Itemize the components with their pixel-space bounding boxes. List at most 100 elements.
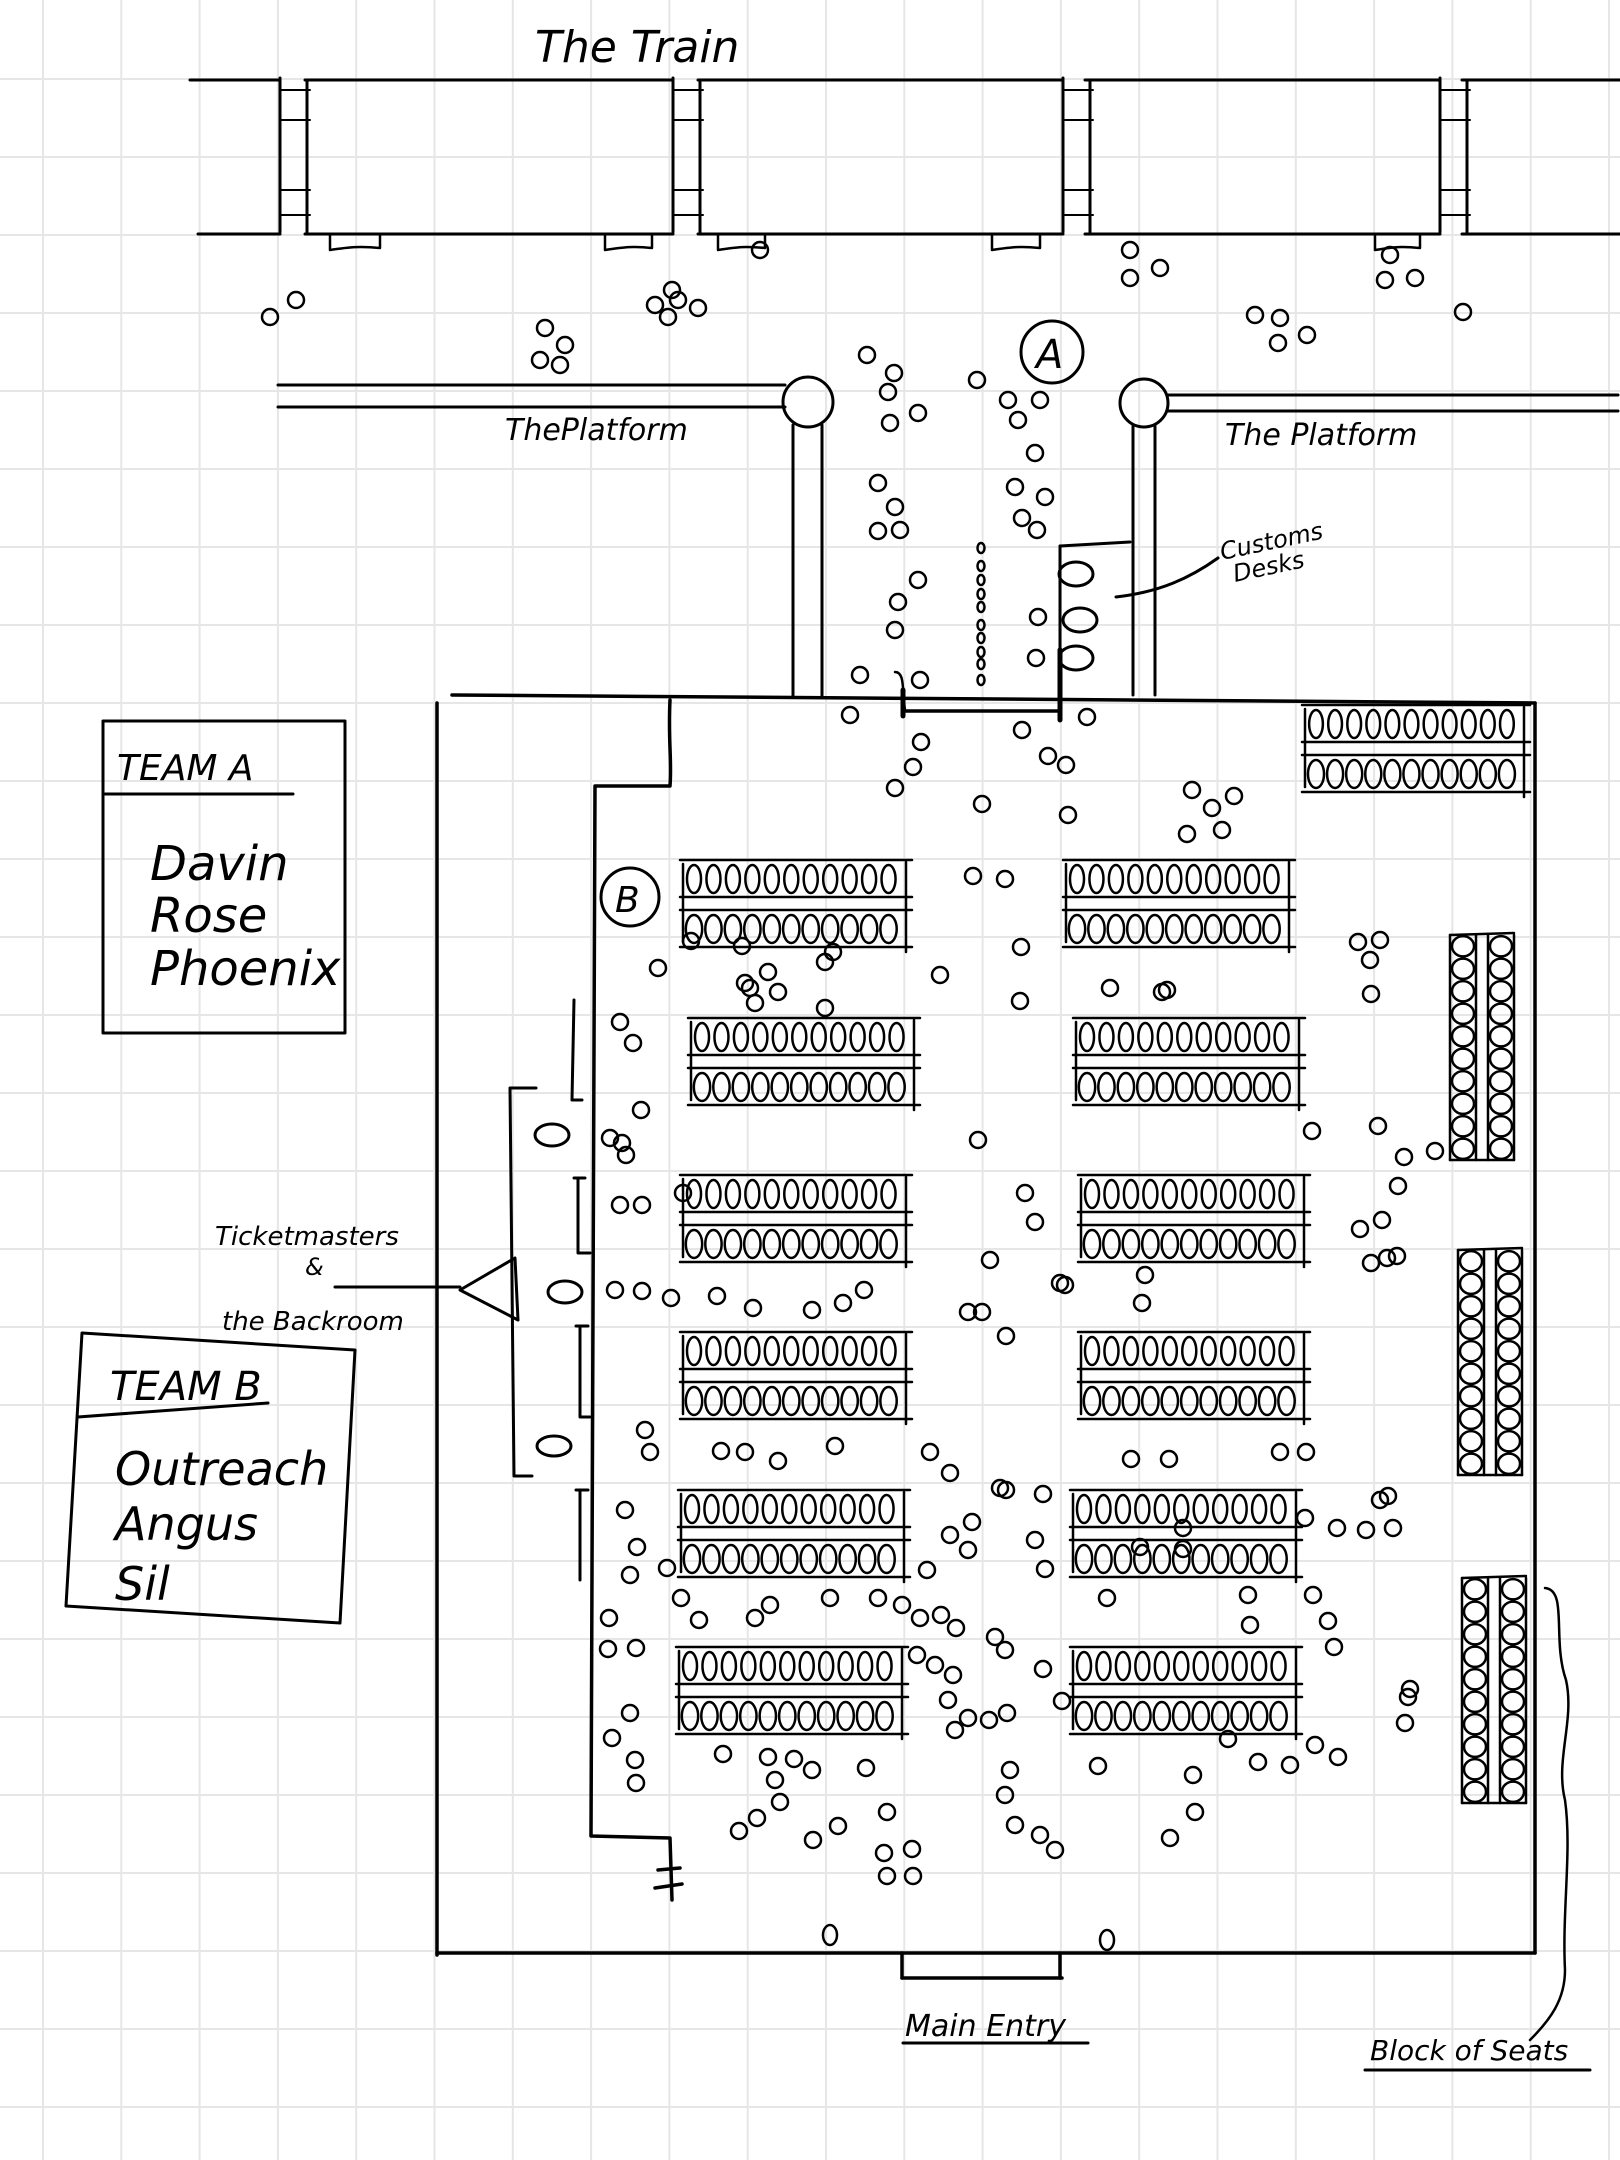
seat — [1231, 1650, 1248, 1682]
seat — [1106, 913, 1126, 945]
person — [833, 1293, 853, 1313]
seat — [742, 1385, 762, 1417]
person — [1097, 1588, 1117, 1608]
seat — [692, 1071, 712, 1103]
seat — [841, 863, 858, 895]
person — [1212, 820, 1232, 840]
person — [770, 1792, 790, 1812]
seat — [1083, 1335, 1101, 1367]
seat — [1068, 863, 1086, 895]
seat — [841, 1335, 858, 1367]
person — [1012, 508, 1032, 528]
ticketmasters-label: Ticketmasters — [215, 1222, 399, 1252]
seat — [771, 1021, 789, 1053]
seat — [1277, 1385, 1296, 1417]
person — [768, 1451, 788, 1471]
person — [868, 521, 888, 541]
seat — [841, 1178, 858, 1210]
person — [1202, 798, 1222, 818]
person — [1324, 1637, 1344, 1657]
seat — [1458, 1294, 1484, 1318]
platform-left-label: ThePlatform — [505, 413, 688, 448]
seat — [1249, 1700, 1269, 1732]
person — [917, 1560, 937, 1580]
person — [885, 620, 905, 640]
person — [874, 1843, 894, 1863]
team-a-member: Phoenix — [150, 941, 341, 997]
person — [1028, 607, 1048, 627]
people — [260, 240, 1473, 1952]
person — [599, 1608, 619, 1628]
seat — [783, 863, 800, 895]
ticketmasters-booths — [333, 998, 592, 1582]
seat — [1121, 1385, 1141, 1417]
platform-left — [276, 375, 835, 699]
seat — [1497, 758, 1517, 790]
seat — [705, 1178, 722, 1210]
person — [1297, 325, 1317, 345]
person — [1361, 984, 1381, 1004]
person — [1132, 1293, 1152, 1313]
seat — [857, 1543, 877, 1575]
seat — [1488, 979, 1514, 1003]
seat — [879, 1385, 898, 1417]
seat — [801, 913, 821, 945]
seat — [1218, 1228, 1238, 1260]
seat — [1496, 1384, 1522, 1408]
person — [962, 1512, 982, 1532]
seat — [887, 1071, 906, 1103]
person — [880, 413, 900, 433]
seat — [1134, 1493, 1151, 1525]
person — [985, 1627, 1005, 1647]
person — [758, 1747, 778, 1767]
person — [946, 1618, 966, 1638]
person — [750, 240, 770, 260]
seat — [1500, 1780, 1526, 1804]
queue-person — [976, 587, 986, 601]
person — [1011, 937, 1031, 957]
seat — [1156, 1021, 1174, 1053]
seat — [1102, 1228, 1121, 1260]
team-a-member: Davin — [150, 836, 289, 892]
person — [1088, 1756, 1108, 1776]
seat — [1155, 1071, 1175, 1103]
seat — [1450, 1069, 1476, 1093]
seat-block-side — [1460, 1574, 1528, 1805]
person — [1425, 1141, 1445, 1161]
person — [758, 962, 778, 982]
seat — [1095, 1650, 1112, 1682]
team-a-title: TEAM A — [117, 748, 254, 789]
seat — [868, 1021, 886, 1053]
person — [1055, 1275, 1075, 1295]
seat — [685, 863, 703, 895]
seat — [1488, 1092, 1514, 1116]
person — [627, 1537, 647, 1557]
seat — [1075, 1493, 1093, 1525]
seat-block — [678, 1173, 914, 1269]
seat — [1146, 863, 1164, 895]
seat — [681, 1650, 699, 1682]
seat — [810, 1021, 827, 1053]
seat — [763, 863, 781, 895]
seat — [1174, 1071, 1194, 1103]
seat — [876, 1650, 893, 1682]
seat — [817, 1650, 835, 1682]
seat — [761, 1493, 779, 1525]
person — [1160, 1828, 1180, 1848]
person — [1173, 1539, 1193, 1559]
person — [1130, 1537, 1150, 1557]
train-door — [1373, 234, 1422, 252]
seat — [801, 1228, 821, 1260]
person — [854, 1280, 874, 1300]
person — [681, 931, 701, 951]
seat — [1421, 758, 1440, 790]
person — [903, 1866, 923, 1886]
person — [623, 1033, 643, 1053]
person — [925, 1655, 945, 1675]
person — [1380, 245, 1400, 265]
seat — [1082, 1228, 1102, 1260]
seat — [740, 1650, 757, 1682]
person — [1368, 1116, 1388, 1136]
seat-block — [1061, 858, 1297, 954]
seat — [838, 1543, 858, 1575]
